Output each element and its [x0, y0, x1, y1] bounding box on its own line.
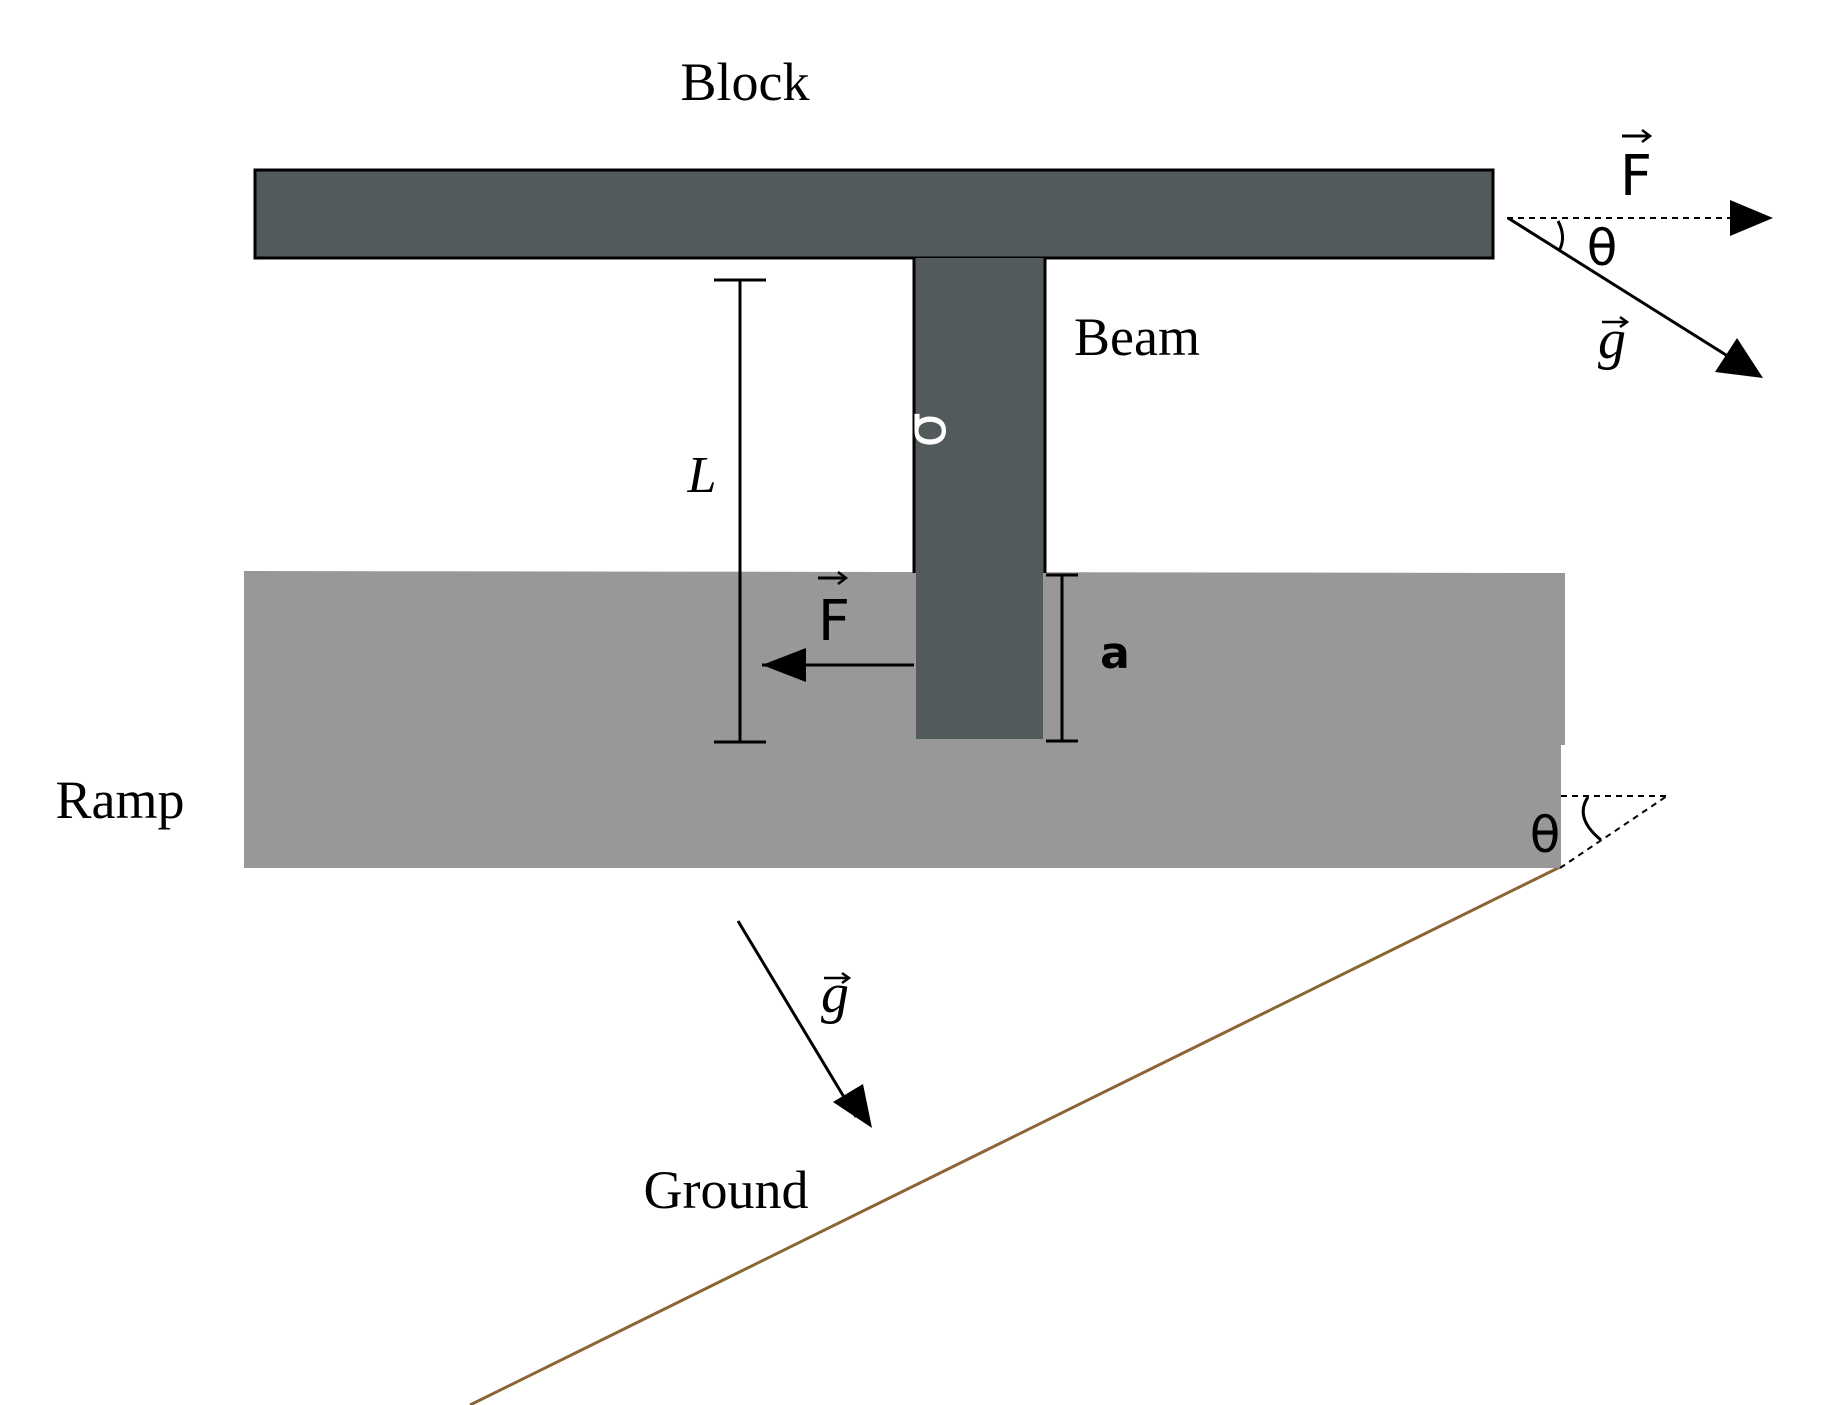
ramp-angle-incline [1559, 795, 1668, 869]
top-gravity-vector-tip [1619, 315, 1630, 329]
ramp-angle-label: θ [1530, 806, 1561, 864]
block-body [253, 168, 1495, 260]
top-force-label: F [1620, 144, 1652, 209]
ground-gravity-vector-tip [841, 971, 852, 985]
ground-line [469, 865, 1561, 1405]
length-label: L [687, 447, 717, 504]
ground-gravity-arrowhead [833, 1084, 872, 1128]
top-gravity-arrow [1507, 216, 1735, 362]
ramp-body [244, 571, 1565, 868]
stress-label: σ [894, 412, 959, 448]
top-force-arrowhead [1730, 200, 1773, 236]
ramp-angle-arc [1581, 796, 1602, 842]
beam-force-arrowhead [762, 648, 806, 682]
ground-gravity-arrow [736, 920, 858, 1118]
beam-force-label: F [818, 589, 850, 654]
beam-upper [914, 258, 1045, 573]
beam-label: Beam [1074, 307, 1200, 367]
ramp-label: Ramp [56, 770, 185, 830]
beam-force-vector-tip [837, 571, 849, 585]
block-label: Block [681, 52, 810, 112]
top-angle-arc [1556, 220, 1565, 250]
ground-gravity-label: g [821, 963, 849, 1025]
top-force-vector-tip [1641, 129, 1653, 143]
ground-label: Ground [644, 1160, 809, 1220]
top-gravity-arrowhead [1715, 338, 1763, 378]
depth-label: a [1100, 628, 1130, 679]
top-angle-label: θ [1587, 219, 1618, 277]
beam-embedded [916, 571, 1043, 739]
